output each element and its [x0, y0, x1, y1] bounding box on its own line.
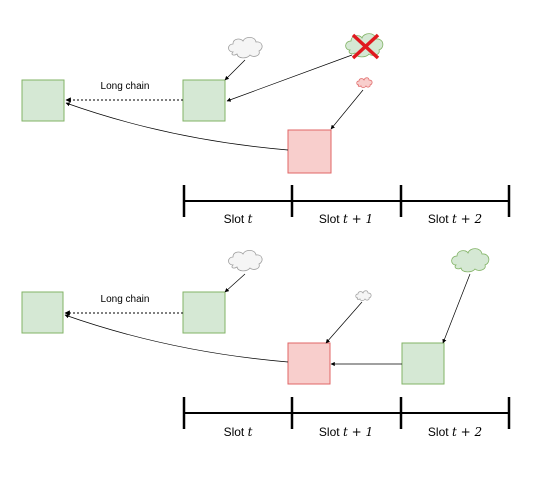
red-block-to-chain-arrow: [65, 102, 289, 151]
cloud-vote-arrow: [224, 273, 246, 293]
chain-head-block: [21, 291, 64, 334]
slot-label: Slot t: [224, 212, 253, 226]
parent-block: [182, 291, 226, 334]
x-cross-icon: [351, 33, 380, 60]
parent-block: [182, 79, 226, 122]
cloud-icon: [228, 249, 263, 272]
cloud-icon: [228, 36, 263, 59]
chain-head-block: [21, 79, 65, 122]
chain-label: Long chain: [101, 81, 150, 92]
slot-label: Slot t + 1: [319, 425, 373, 439]
slot-label: Slot t + 2: [428, 425, 482, 439]
red-cloud-vote-arrow: [330, 89, 364, 130]
slot-label: Slot t: [224, 425, 253, 439]
cloud-icon: [355, 290, 372, 301]
slot-label: Slot t + 1: [319, 212, 373, 226]
red-block-to-chain-arrow: [64, 314, 289, 363]
cloud-vote-arrow: [224, 59, 246, 81]
green-cloud-vote-arrow: [442, 273, 471, 344]
cloud-icon: [356, 77, 373, 88]
bottom-diagram: Long chain Slot t Slot t + 1 Slot t + 2: [21, 248, 511, 439]
slot-t2-block: [401, 342, 445, 385]
top-diagram: Long chain Slot t Slot t +: [21, 33, 511, 226]
chain-label: Long chain: [101, 294, 150, 305]
slot-t-block: [287, 129, 332, 174]
crossed-vote-arrow: [226, 54, 353, 102]
slot-timeline: [182, 397, 511, 429]
slot-timeline: [182, 185, 511, 217]
slot-t1-block: [287, 342, 331, 385]
cloud-icon: [451, 248, 490, 273]
small-cloud-vote-arrow: [325, 301, 363, 344]
slot-label: Slot t + 2: [428, 212, 482, 226]
